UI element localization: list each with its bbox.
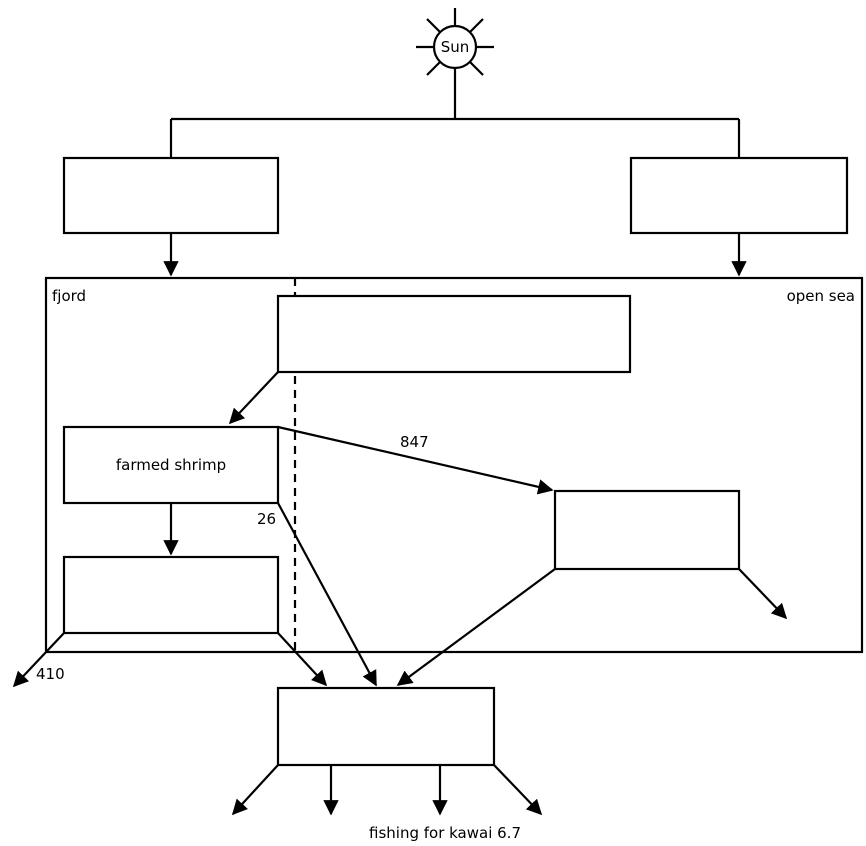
flow-label-410: 410: [36, 665, 65, 683]
sun-label: Sun: [441, 38, 470, 56]
arrow-right-mid-to-bottom: [396, 568, 556, 686]
arrow-upper-to-shrimp: [228, 371, 279, 425]
lower-left-box: [62, 555, 280, 635]
flow-label-847: 847: [400, 433, 429, 451]
bottom-center-box: [276, 686, 496, 767]
region-label-fjord: fjord: [52, 287, 86, 305]
flow-label-26: 26: [257, 510, 276, 528]
farmed-shrimp-box: [62, 425, 280, 505]
arrow-bottom-out-4: [493, 764, 543, 816]
ecosystem-frame: [44, 276, 864, 654]
top-left-box: [62, 156, 280, 235]
right-mid-box: [553, 489, 741, 571]
top-right-box: [629, 156, 849, 235]
arrow-shrimp-to-bottom: [277, 502, 377, 687]
farmed-shrimp-label: farmed shrimp: [116, 456, 226, 474]
upper-center-box: [276, 294, 632, 374]
flow-label-fishing: fishing for kawai 6.7: [369, 824, 521, 842]
arrow-right-mid-out: [738, 568, 788, 620]
arrow-lower-left-to-bottom: [277, 632, 328, 687]
sun-distribution-lines: [169, 68, 741, 158]
arrow-shrimp-to-right-mid: [277, 425, 554, 495]
arrow-lower-left-out: [12, 632, 65, 688]
region-label-open-sea: open sea: [787, 287, 855, 305]
arrow-bottom-out-1: [231, 764, 279, 816]
